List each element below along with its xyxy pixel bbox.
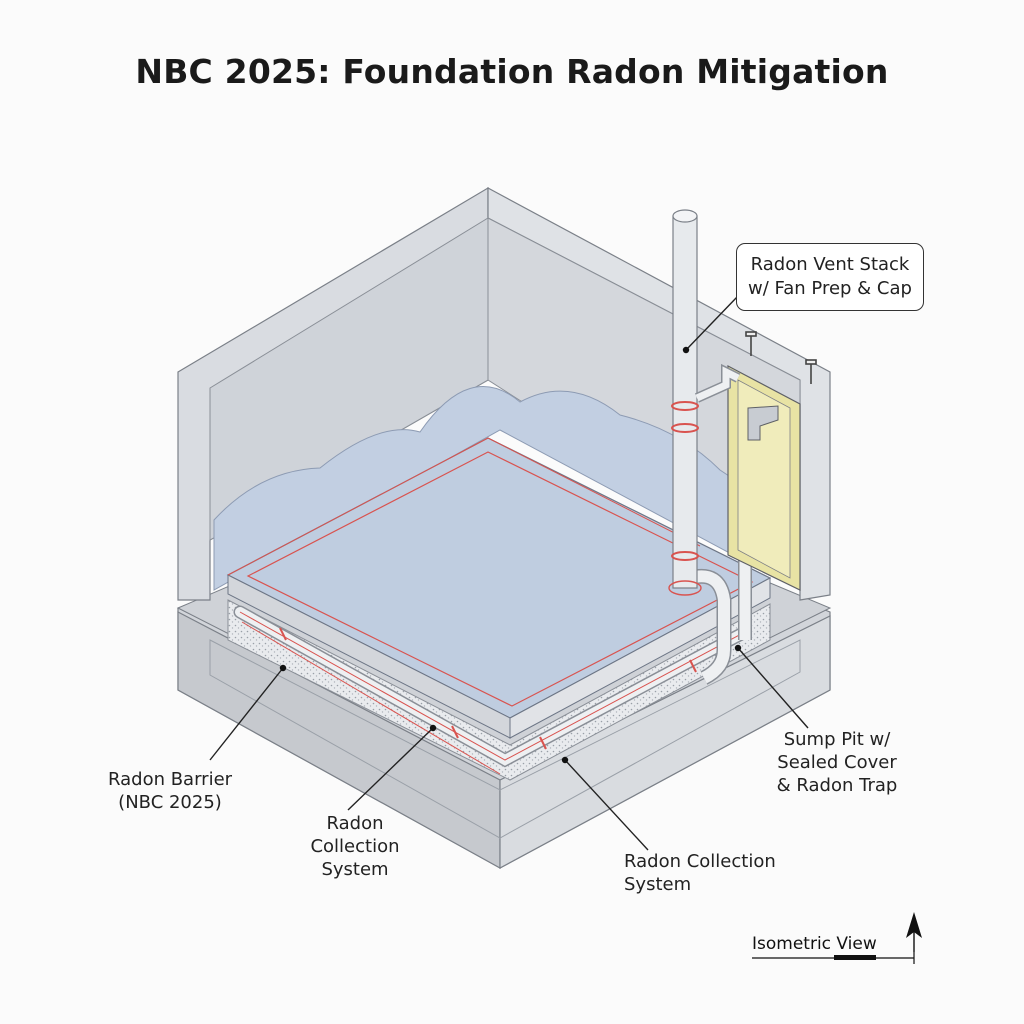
radon-collection-left-label: Radon Collection System: [300, 812, 410, 881]
radon-barrier-label-line2: (NBC 2025): [118, 792, 222, 813]
radon-collection-left-line2: Collection: [310, 836, 400, 857]
leader-lines: [209, 295, 809, 851]
floor-slab: [226, 437, 772, 739]
radon-collection-right-label: Radon Collection System: [624, 850, 776, 896]
insulation-board: [727, 365, 801, 591]
radon-collection-right-line1: Radon Collection: [624, 851, 776, 872]
leader-dots: [279, 346, 742, 764]
vent-stack-callout: Radon Vent Stack w/ Fan Prep & Cap: [736, 243, 924, 311]
radon-barrier-label-line1: Radon Barrier: [108, 769, 233, 790]
view-label: Isometric View: [752, 934, 877, 954]
north-arrow-icon: [906, 912, 922, 952]
anchor-bolts: [745, 331, 817, 384]
radon-barrier-membrane: [213, 386, 781, 591]
gravel-layer: [227, 599, 771, 781]
sump-pit-label: Sump Pit w/ Sealed Cover & Radon Trap: [772, 728, 902, 797]
radon-barrier-label: Radon Barrier (NBC 2025): [108, 768, 232, 814]
vent-stack-label-line1: Radon Vent Stack: [750, 254, 910, 275]
pipe-couplings: [279, 627, 697, 750]
scale-bar: [752, 952, 915, 964]
radon-vent-stack: [668, 209, 741, 596]
sump-pit-label-line3: & Radon Trap: [776, 775, 898, 796]
radon-collection-right-line2: System: [624, 874, 692, 895]
sump-pit-label-line1: Sump Pit w/: [783, 729, 891, 750]
radon-collection-left-line1: Radon: [326, 813, 384, 834]
radon-collection-pipe: [233, 605, 752, 775]
radon-collection-left-line3: System: [321, 859, 389, 880]
vent-stack-label-line2: w/ Fan Prep & Cap: [748, 278, 912, 299]
page-title: NBC 2025: Foundation Radon Mitigation: [135, 52, 889, 91]
sump-pit-label-line2: Sealed Cover: [777, 752, 897, 773]
